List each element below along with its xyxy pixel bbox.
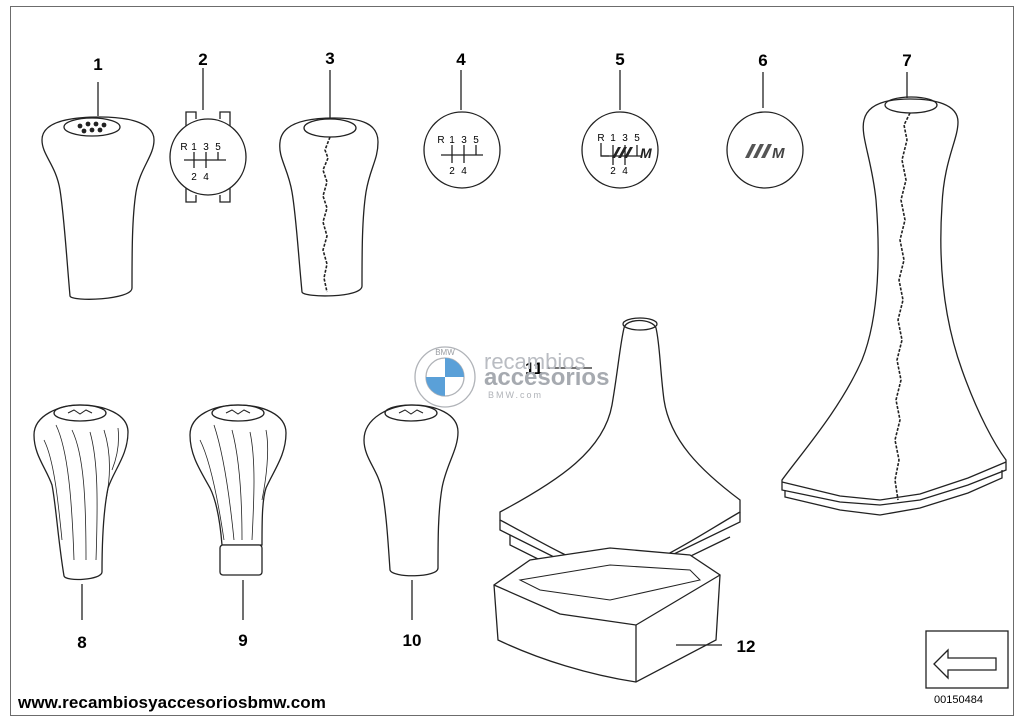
part-4-badge[interactable]	[423, 70, 501, 189]
svg-text:1: 1	[610, 133, 616, 144]
direction-arrow-icon	[925, 630, 1009, 689]
m-emblem-text: M	[772, 145, 785, 162]
diagram-frame	[10, 6, 1014, 716]
part-8-wood-knob[interactable]	[33, 404, 129, 620]
svg-text:1: 1	[449, 135, 455, 146]
part-number: 3	[325, 49, 334, 68]
part-2-shift-badge[interactable]	[169, 68, 247, 203]
watermark-roundel	[414, 346, 476, 408]
part-6-m-emblem[interactable]	[726, 72, 804, 189]
m-logo-text: M	[640, 145, 652, 161]
svg-text:5: 5	[215, 142, 221, 153]
part-number: 8	[77, 633, 86, 652]
part-number: 12	[737, 637, 756, 656]
site-url-link[interactable]: www.recambiosyaccesoriosbmw.com	[18, 693, 326, 712]
part-7-gaiter[interactable]	[781, 72, 1007, 516]
svg-text:5: 5	[473, 135, 479, 146]
roundel-text: BMW	[435, 348, 455, 357]
watermark-line-2: accesorios	[484, 364, 610, 391]
svg-text:1: 1	[191, 142, 197, 153]
part-number: 7	[902, 51, 911, 70]
part-9-wood-knob-collar[interactable]	[189, 404, 287, 620]
svg-text:4: 4	[203, 172, 209, 183]
svg-text:R: R	[437, 135, 444, 146]
part-numbers: 1 2 3 4 5 6 7 8 9 10 11 12	[77, 49, 911, 656]
part-number: 6	[758, 51, 767, 70]
part-5-m-badge[interactable]	[581, 70, 659, 189]
part-1-shift-knob[interactable]	[41, 82, 155, 300]
part-number: 10	[403, 631, 422, 650]
svg-text:2: 2	[610, 166, 616, 177]
badge-2-pattern-labels: R 1 3 5 2 4	[180, 142, 221, 183]
part-number: 5	[615, 50, 624, 69]
watermark-line-3: BMW.com	[488, 390, 544, 400]
part-10-smooth-knob[interactable]	[363, 404, 459, 620]
badge-4-pattern-labels: R 1 3 5 2 4	[437, 135, 479, 177]
svg-text:3: 3	[461, 135, 467, 146]
svg-text:R: R	[180, 142, 187, 153]
svg-text:4: 4	[461, 166, 467, 177]
part-number: 11	[525, 359, 543, 378]
part-number: 4	[456, 50, 466, 69]
part-3-leather-knob[interactable]	[279, 70, 379, 297]
svg-text:2: 2	[191, 172, 197, 183]
svg-text:R: R	[597, 133, 604, 144]
document-id: 00150484	[934, 694, 983, 706]
part-number: 2	[198, 50, 207, 69]
part-number: 9	[238, 631, 247, 650]
part-12-base-frame[interactable]	[493, 547, 722, 683]
badge-5-pattern-labels: R 1 3 5 2 4 M	[597, 133, 652, 177]
watermark-line-1: recambios	[484, 349, 586, 374]
svg-text:3: 3	[203, 142, 209, 153]
svg-text:4: 4	[622, 166, 628, 177]
svg-text:2: 2	[449, 166, 455, 177]
svg-text:5: 5	[634, 133, 640, 144]
svg-text:3: 3	[622, 133, 628, 144]
part-number: 1	[93, 55, 102, 74]
